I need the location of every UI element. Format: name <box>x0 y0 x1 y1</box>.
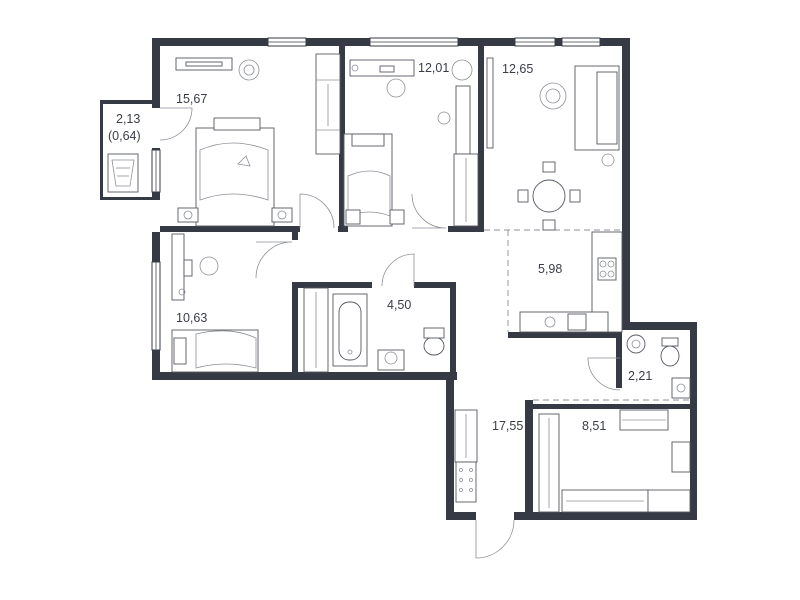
living-furniture <box>486 57 623 333</box>
bedroom-1-furniture <box>175 53 341 227</box>
balcony-area-secondary-label: (0,64) <box>108 129 141 143</box>
door-swings <box>159 107 621 559</box>
bedroom-3-furniture <box>171 233 329 373</box>
area-labels: 2,13 (0,64) 15,67 12,01 12,65 5,98 10,63… <box>108 61 652 433</box>
bedroom-1-area-label: 15,67 <box>176 92 207 106</box>
kitchen-living-area-label: 12,65 <box>502 62 533 76</box>
balcony-furniture <box>107 153 139 193</box>
balcony-area-label: 2,13 <box>116 112 140 126</box>
hallway-area-label: 17,55 <box>492 419 523 433</box>
zone-dividers <box>484 229 690 401</box>
windows <box>151 37 601 351</box>
bedroom-3-area-label: 10,63 <box>176 311 207 325</box>
kitchen-area-label: 5,98 <box>538 262 562 276</box>
bathroom-area-label: 4,50 <box>387 298 411 312</box>
bedroom-2-area-label: 12,01 <box>418 61 449 75</box>
toilet-furniture <box>626 334 691 399</box>
toilet-area-label: 2,21 <box>628 369 652 383</box>
bathroom-furniture <box>332 293 445 371</box>
bedroom-2-furniture <box>343 59 479 227</box>
dressing-furniture <box>538 409 691 513</box>
dressing-room-area-label: 8,51 <box>582 419 606 433</box>
hallway-furniture <box>454 409 478 503</box>
